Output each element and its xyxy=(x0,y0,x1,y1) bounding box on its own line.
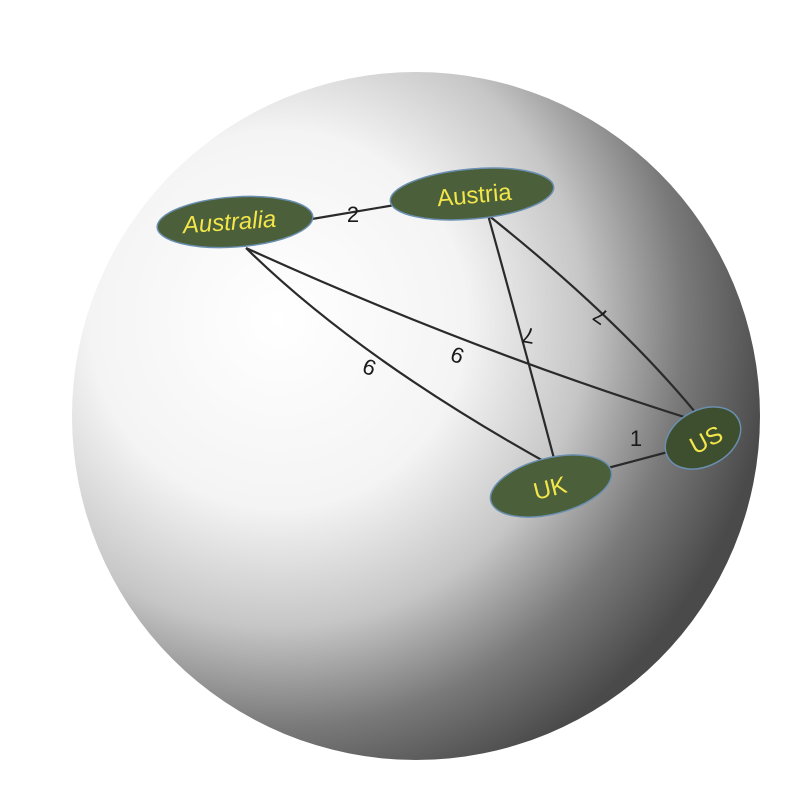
node-australia: Australia xyxy=(156,195,314,249)
edges xyxy=(245,203,701,472)
node-austria: Austria xyxy=(389,167,555,221)
node-us: US xyxy=(664,406,742,470)
edge-austria-uk xyxy=(486,214,558,467)
sphere-background xyxy=(72,72,760,760)
node-austria-shape xyxy=(389,167,555,221)
node-us-shape xyxy=(664,406,742,470)
node-australia-shape xyxy=(156,195,314,249)
edge-label-austria-uk: 7 xyxy=(520,322,536,349)
edge-label-australia-austria: 2 xyxy=(347,202,359,227)
edge-australia-us xyxy=(245,246,701,424)
node-uk: UK xyxy=(489,454,613,518)
edge-australia-uk xyxy=(245,247,557,469)
edge-uk-us xyxy=(599,450,669,472)
node-uk-shape xyxy=(489,454,613,518)
edge-austria-us xyxy=(487,214,701,419)
edge-label-uk-us: 1 xyxy=(630,426,642,451)
node-austria-label: Austria xyxy=(436,179,513,212)
node-australia-label: Australia xyxy=(180,206,277,240)
nodes: Australia Austria UK US xyxy=(156,167,742,518)
edge-australia-austria xyxy=(311,203,396,221)
